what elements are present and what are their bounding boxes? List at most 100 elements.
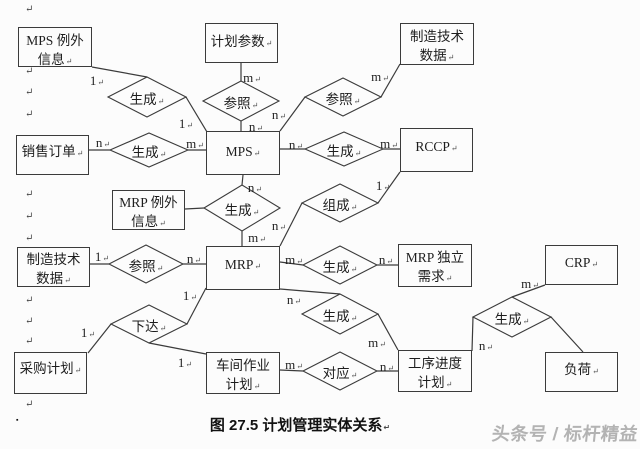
paragraph-mark: ↵ (445, 274, 453, 283)
margin-paragraph-mark: ↵ (25, 295, 34, 306)
entity-label: 工序进度 计划 (408, 356, 462, 390)
relation-label-generate-process-plan: 生成↵ (322, 309, 358, 324)
paragraph-mark: ↵ (157, 97, 165, 106)
cardinality-label: n↵ (248, 119, 264, 134)
cardinality-label: n↵ (247, 180, 263, 195)
cardinality-label: m↵ (285, 252, 303, 267)
entity-label: 负荷 (564, 362, 592, 377)
relation-label-generate-crp-load: 生成↵ (494, 312, 530, 327)
entity-label: 销售订单 (21, 144, 76, 159)
paragraph-mark: ↵ (592, 367, 599, 376)
relation-label-generate-mps-exception: 生成↵ (129, 92, 165, 107)
entity-box-purchase-plan: 采购计划↵ (14, 352, 87, 394)
entity-box-crp: CRP↵ (545, 245, 618, 285)
paragraph-mark: ↵ (251, 101, 259, 110)
cardinality-label: n↵ (186, 251, 202, 266)
cardinality-label: m↵ (368, 335, 386, 350)
paragraph-mark: ↵ (445, 380, 453, 389)
relation-label-reference-mfg-tech: 参照↵ (325, 92, 361, 107)
entity-box-mfg-tech-data-left: 制造技术 数据↵ (17, 247, 90, 287)
diamond-correspond (301, 351, 379, 391)
diamond-generate-mps-exception (106, 76, 188, 118)
relation-label-generate-from-sales: 生成↵ (131, 145, 167, 160)
paragraph-mark: ↵ (253, 382, 261, 391)
cardinality-label: 1↵ (80, 325, 96, 340)
margin-paragraph-mark: ↵ (25, 189, 34, 200)
relation-label-compose-rccp: 组成↵ (322, 198, 358, 213)
entity-box-shop-floor-plan: 车间作业 计划↵ (206, 352, 280, 394)
paragraph-mark: ↵ (252, 208, 260, 217)
paragraph-mark: ↵ (253, 149, 261, 158)
entity-label: 车间作业 计划 (216, 358, 270, 392)
paragraph-mark: ↵ (350, 203, 358, 212)
paragraph-mark: ↵ (522, 317, 530, 326)
paragraph-mark: ↵ (383, 423, 391, 432)
cardinality-label: m↵ (285, 357, 303, 372)
cardinality-label: n↵ (379, 359, 395, 374)
entity-box-mrp-independent-demand: MRP 独立 需求↵ (398, 244, 472, 287)
relation-label-reference-mfg-tech-mrp: 参照↵ (128, 259, 164, 274)
margin-paragraph-mark: ↵ (25, 211, 34, 222)
cardinality-label: 1↵ (89, 73, 105, 88)
entity-label: 制造技术 数据 (26, 252, 81, 286)
entity-label: 制造技术 数据 (410, 29, 464, 63)
entity-label: MPS 例外 信息 (26, 33, 84, 67)
entity-box-mps-exception: MPS 例外 信息↵ (18, 27, 92, 67)
paragraph-mark: ↵ (159, 219, 166, 228)
diamond-generate-crp-load (471, 296, 553, 338)
entity-box-rccp: RCCP↵ (400, 128, 473, 172)
entity-box-mrp: MRP↵ (206, 246, 280, 290)
cardinality-label: n↵ (286, 292, 302, 307)
entity-label: MRP 独立 需求 (405, 250, 465, 284)
margin-paragraph-mark: ↵ (25, 109, 34, 120)
entity-box-process-schedule-plan: 工序进度 计划↵ (398, 350, 472, 392)
paragraph-mark: ↵ (591, 260, 599, 269)
entity-box-mps: MPS↵ (206, 131, 280, 175)
entity-label: MRP 例外 信息 (119, 195, 178, 229)
entity-box-plan-parameters: 计划参数↵ (205, 23, 278, 63)
paragraph-mark: ↵ (265, 39, 273, 48)
entity-label: CRP (564, 255, 591, 270)
margin-paragraph-mark: ↵ (25, 4, 34, 15)
relation-label-reference-plan-params: 参照↵ (223, 96, 259, 111)
diamond-issue-plans (109, 304, 189, 344)
cardinality-label: 1↵ (94, 249, 110, 264)
paragraph-mark: ↵ (64, 276, 71, 285)
entity-box-mfg-tech-data-top: 制造技术 数据↵ (400, 23, 474, 65)
paragraph-mark: ↵ (156, 264, 164, 273)
entity-box-sales-order: 销售订单↵ (16, 135, 89, 175)
figure-caption: 图 27.5 计划管理实体关系↵ (209, 417, 391, 434)
cardinality-label: m↵ (521, 276, 539, 291)
entity-box-load: 负荷↵ (545, 352, 618, 392)
relation-label-generate-indep-demand: 生成↵ (322, 260, 358, 275)
diamond-generate-mrp (202, 184, 282, 232)
cardinality-label: m↵ (380, 136, 398, 151)
cardinality-label: n↵ (271, 107, 287, 122)
diamond-generate-from-sales (108, 132, 190, 168)
paragraph-mark: ↵ (350, 371, 358, 380)
paragraph-mark: ↵ (447, 53, 455, 62)
diamond-reference-plan-params (201, 80, 281, 122)
cardinality-label: m↵ (371, 69, 389, 84)
relation-label-issue-plans: 下达↵ (131, 319, 167, 334)
diamond-generate-process-plan (300, 293, 380, 335)
list-bullet-mark: ▪ (16, 416, 19, 424)
cardinality-label: m↵ (186, 136, 204, 151)
entity-label: RCCP (415, 139, 450, 154)
cardinality-label: n↵ (95, 135, 111, 150)
cardinality-label: n↵ (478, 338, 494, 353)
relation-label-correspond: 对应↵ (322, 366, 358, 381)
paragraph-mark: ↵ (74, 366, 82, 375)
entity-box-mrp-exception: MRP 例外 信息↵ (112, 190, 185, 230)
entity-label: MRP (224, 257, 254, 272)
paragraph-mark: ↵ (350, 314, 358, 323)
paragraph-mark: ↵ (65, 57, 73, 66)
paragraph-mark: ↵ (353, 97, 361, 106)
diamond-generate-indep-demand (301, 245, 379, 285)
margin-paragraph-mark: ↵ (25, 233, 34, 244)
paragraph-mark: ↵ (450, 144, 458, 153)
cardinality-label: 1↵ (182, 288, 198, 303)
paragraph-mark: ↵ (354, 149, 362, 158)
